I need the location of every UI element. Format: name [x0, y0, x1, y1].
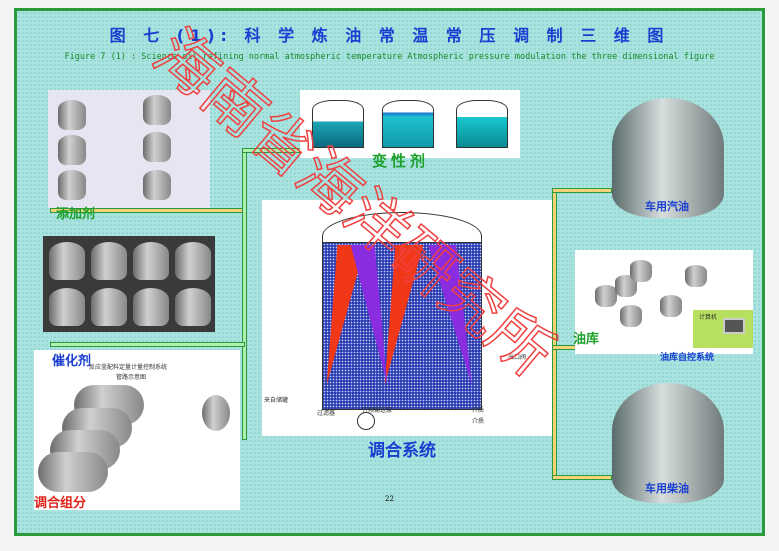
label-depot: 油库 — [573, 332, 600, 347]
reactor-panel: 反应釜配料定量计量控制系统 管路示意图 — [34, 350, 240, 510]
pipe — [50, 342, 245, 347]
outlet-label: 出口阀 — [508, 354, 527, 361]
filter-label: 过滤器 — [317, 410, 336, 417]
medium-label: 介质 — [472, 407, 485, 414]
depot-panel: 计算机 — [575, 250, 753, 354]
catalyst-panel — [43, 236, 215, 332]
from-tank-label: 来自储罐 — [264, 397, 289, 404]
reactor-subtitle: 管路示意图 — [116, 374, 147, 381]
blending-panel: 来自储罐 过滤器 齐频输送泵 出口阀 介质 介质 — [262, 200, 552, 436]
diagram-title: 图 七 (1): 科 学 炼 油 常 温 常 压 调 制 三 维 图 — [109, 26, 670, 45]
medium-label: 介质 — [472, 418, 485, 425]
label-blend-components: 调合组分 — [34, 496, 87, 511]
diesel-tank — [612, 383, 724, 503]
pipe — [552, 188, 612, 193]
pipe — [552, 190, 557, 480]
pump-icon — [357, 412, 375, 430]
computer-label: 计算机 — [699, 314, 718, 321]
diagram-subtitle: Figure 7 (1) : Science oil refining norm… — [64, 52, 715, 62]
blending-tank — [312, 242, 486, 410]
page-number: 22 — [385, 495, 394, 503]
label-additive: 添加剂 — [56, 207, 96, 222]
label-denaturant: 变性剂 — [372, 152, 430, 170]
computer-icon: 计算机 — [693, 310, 753, 348]
pipe — [552, 475, 612, 480]
pump-label: 齐频输送泵 — [362, 407, 393, 414]
additive-panel — [48, 90, 210, 208]
label-gasoline: 车用汽油 — [645, 200, 689, 213]
label-diesel: 车用柴油 — [645, 482, 689, 495]
gasoline-tank — [612, 98, 724, 218]
label-depot-control: 油库自控系统 — [660, 353, 715, 363]
denaturant-panel — [300, 90, 520, 158]
reactor-title: 反应釜配料定量计量控制系统 — [89, 364, 168, 371]
pipe — [242, 150, 247, 440]
label-blending-system: 调合系统 — [368, 441, 436, 461]
label-catalyst: 催化剂 — [52, 354, 92, 369]
